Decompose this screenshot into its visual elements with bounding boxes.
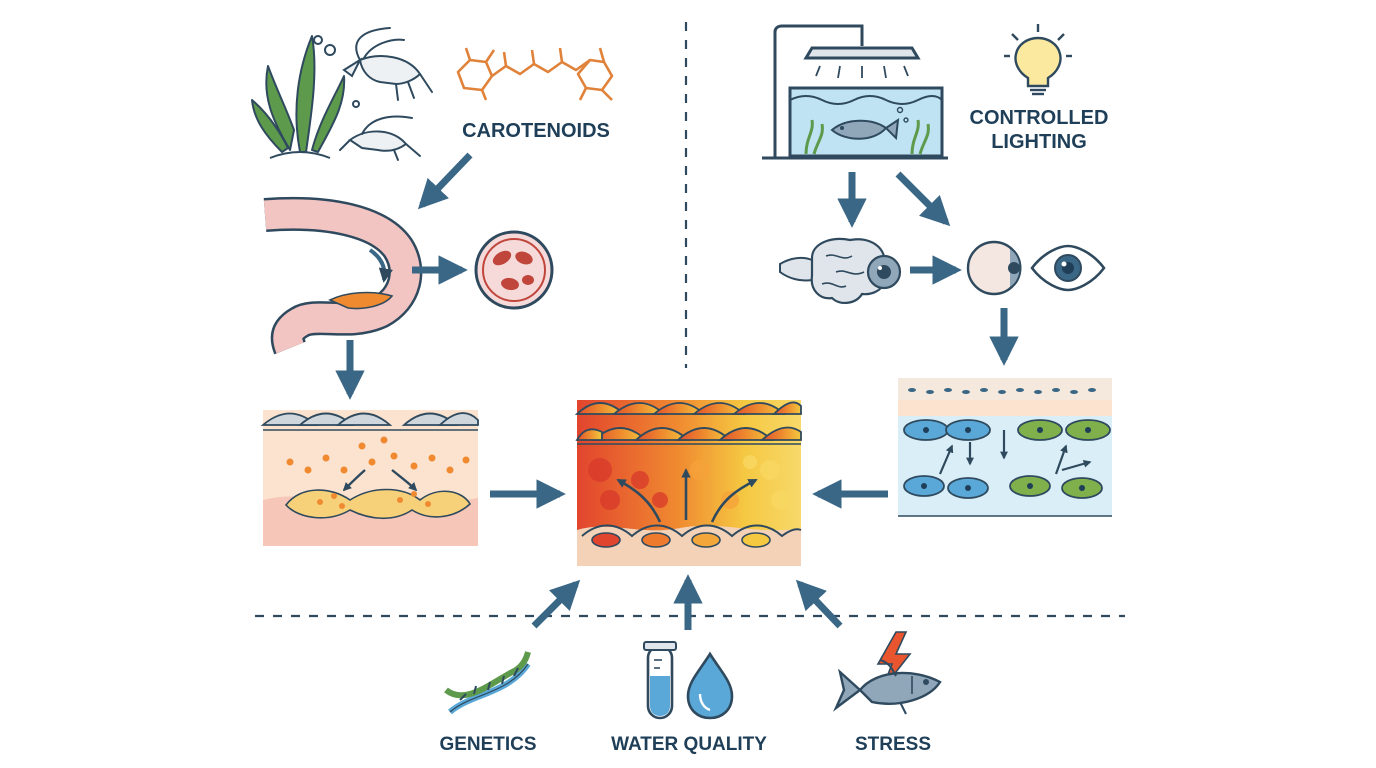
dna-icon: [444, 651, 531, 715]
blood-cell-icon: [474, 230, 554, 310]
label-controlled-lighting-line1: CONTROLLED: [970, 107, 1109, 129]
lightning-icon: [876, 631, 912, 691]
seaweed-icon: [251, 35, 346, 159]
light-bulb-icon: [1004, 24, 1072, 96]
carotenoid-molecule-icon: [456, 47, 614, 101]
stressed-fish-icon: [833, 659, 942, 715]
arrow-tank-to-eye: [895, 171, 951, 227]
label-genetics: GENETICS: [439, 734, 536, 755]
arrow-genetics-to-center: [531, 579, 581, 629]
label-controlled-lighting-line2: LIGHTING: [991, 131, 1087, 153]
test-tube-icon: [643, 641, 677, 720]
gut-icon: [263, 196, 423, 355]
shower-light-icon: [762, 24, 948, 160]
label-stress: STRESS: [855, 734, 931, 755]
eyeball-icon: [966, 240, 1022, 296]
label-water-quality: WATER QUALITY: [611, 734, 767, 755]
skin-section-right: [898, 378, 1112, 517]
water-drop-icon: [686, 651, 734, 720]
brain-icon: [779, 237, 902, 304]
bubbles-icon: [313, 35, 360, 108]
fish-icon: [830, 117, 900, 141]
skin-section-left: [260, 410, 479, 546]
arrow-stress-to-center: [795, 579, 843, 629]
label-carotenoids: CAROTENOIDS: [462, 120, 610, 142]
eye-icon: [1030, 244, 1106, 292]
skin-section-center: [574, 400, 802, 566]
arrow-carotenoids-to-gut: [417, 152, 473, 210]
shrimp-icon: [339, 27, 433, 161]
